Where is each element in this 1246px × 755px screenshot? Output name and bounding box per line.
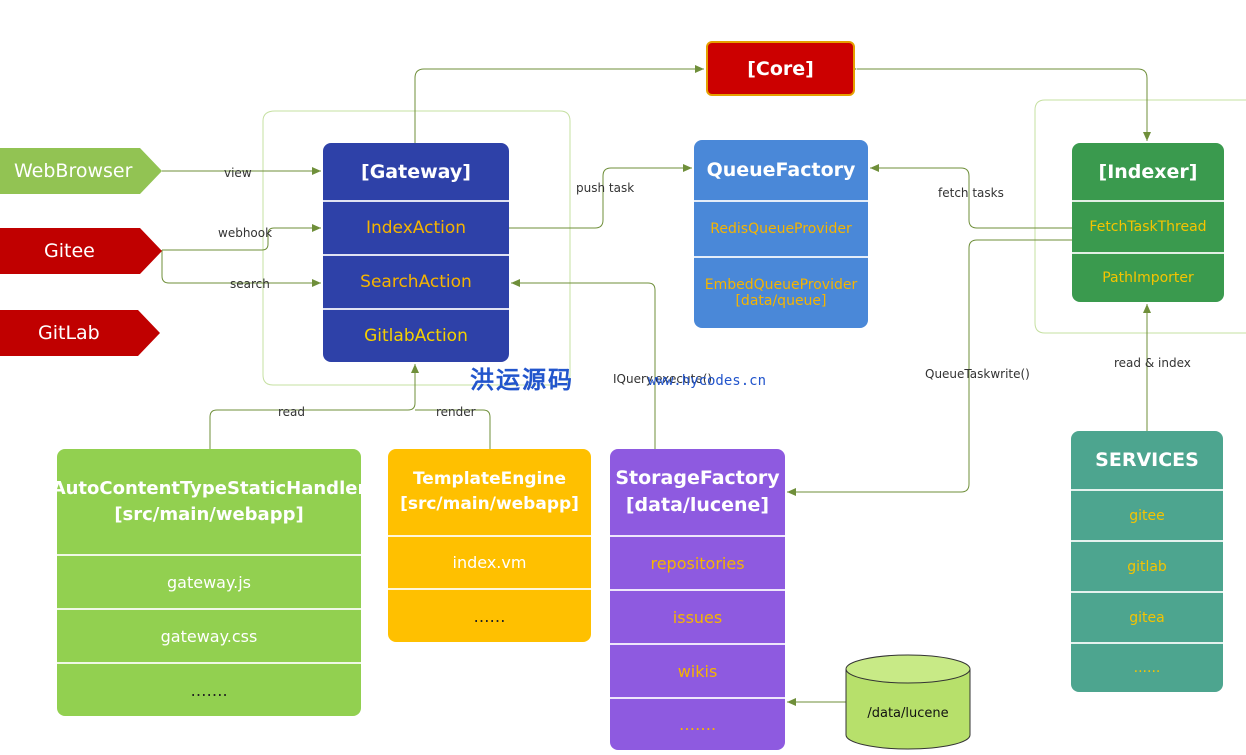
storage-item-issues[interactable]: issues [610, 589, 785, 643]
static-item-gateway-css[interactable]: gateway.css [57, 608, 361, 662]
edge-label-search: search [230, 277, 270, 291]
storage-factory-title: StorageFactory [data/lucene] [615, 467, 780, 516]
template-engine-title: TemplateEngine [src/main/webapp] [400, 469, 579, 514]
static-handler-title: AutoContentTypeStaticHandler [src/main/w… [57, 477, 361, 525]
storage-item-wikis[interactable]: wikis [610, 643, 785, 697]
source-webbrowser-label: WebBrowser [14, 160, 133, 182]
indexer-item-path-importer[interactable]: PathImporter [1072, 252, 1224, 302]
service-item-gitea[interactable]: gitea [1071, 591, 1223, 642]
lucene-database-cylinder: /data/lucene [845, 654, 971, 750]
gateway-item-gitlab-action[interactable]: GitlabAction [323, 308, 509, 362]
static-item-gateway-js[interactable]: gateway.js [57, 554, 361, 608]
source-gitee[interactable]: Gitee [0, 228, 162, 274]
indexer-item-fetch-task-thread[interactable]: FetchTaskThread [1072, 200, 1224, 252]
gateway-item-search-action[interactable]: SearchAction [323, 254, 509, 308]
edge-label-read: read [278, 405, 305, 419]
storage-item-repositories[interactable]: repositories [610, 535, 785, 589]
edge-read [209, 364, 419, 449]
template-item-more[interactable]: …… [388, 588, 591, 642]
edge-query-execute [511, 279, 656, 449]
edge-label-render: render [436, 405, 476, 419]
core-node[interactable]: [Core] [706, 41, 855, 96]
indexer-box[interactable]: [Indexer] FetchTaskThread PathImporter [1072, 143, 1224, 302]
edge-webhook [162, 224, 321, 251]
watermark-text: 洪运源码 [470, 366, 574, 394]
source-gitlab-label: GitLab [38, 322, 100, 344]
gateway-title: [Gateway] [361, 160, 471, 183]
edge-label-push-task: push task [576, 181, 634, 195]
services-box[interactable]: SERVICES gitee gitlab gitea ...... [1071, 431, 1223, 692]
queue-factory-title: QueueFactory [706, 159, 856, 181]
indexer-title: [Indexer] [1098, 160, 1198, 183]
template-engine-box[interactable]: TemplateEngine [src/main/webapp] index.v… [388, 449, 591, 642]
edge-label-read-index: read & index [1114, 356, 1191, 370]
source-gitee-label: Gitee [44, 240, 95, 262]
edge-fetch-tasks [870, 164, 1072, 229]
edge-push-task [509, 164, 692, 229]
edge-label-fetch-tasks: fetch tasks [938, 186, 1004, 200]
source-webbrowser[interactable]: WebBrowser [0, 148, 162, 194]
static-item-more[interactable]: ……. [57, 662, 361, 716]
service-item-gitee[interactable]: gitee [1071, 489, 1223, 540]
static-handler-box[interactable]: AutoContentTypeStaticHandler [src/main/w… [57, 449, 361, 716]
storage-item-more[interactable]: ……. [610, 697, 785, 750]
edge-label-webhook: webhook [218, 226, 272, 240]
edge-render [415, 409, 491, 449]
gateway-box[interactable]: [Gateway] IndexAction SearchAction Gitla… [323, 143, 509, 362]
storage-factory-box[interactable]: StorageFactory [data/lucene] repositorie… [610, 449, 785, 750]
watermark-url: www.hycodes.cn [648, 373, 767, 389]
edge-gateway-core [411, 65, 704, 152]
template-item-index-vm[interactable]: index.vm [388, 535, 591, 588]
service-item-gitlab[interactable]: gitlab [1071, 540, 1223, 591]
queue-item-redis[interactable]: RedisQueueProvider [694, 200, 868, 256]
queue-factory-box[interactable]: QueueFactory RedisQueueProvider EmbedQue… [694, 140, 868, 328]
queue-item-embed[interactable]: EmbedQueueProvider [data/queue] [694, 256, 868, 328]
edge-label-query-execute: IQuery.execute() [613, 372, 712, 386]
services-title: SERVICES [1095, 449, 1199, 471]
edge-label-queue-task-write: QueueTaskwrite() [925, 367, 1030, 381]
edge-queue-task-write [787, 239, 1072, 496]
service-item-more[interactable]: ...... [1071, 642, 1223, 692]
database-label: /data/lucene [867, 706, 948, 721]
edge-label-view: view [224, 166, 252, 180]
core-title: [Core] [747, 57, 814, 80]
edge-search [161, 250, 321, 287]
gateway-item-index-action[interactable]: IndexAction [323, 200, 509, 254]
edge-core-indexer [848, 65, 1151, 141]
source-gitlab[interactable]: GitLab [0, 310, 160, 356]
